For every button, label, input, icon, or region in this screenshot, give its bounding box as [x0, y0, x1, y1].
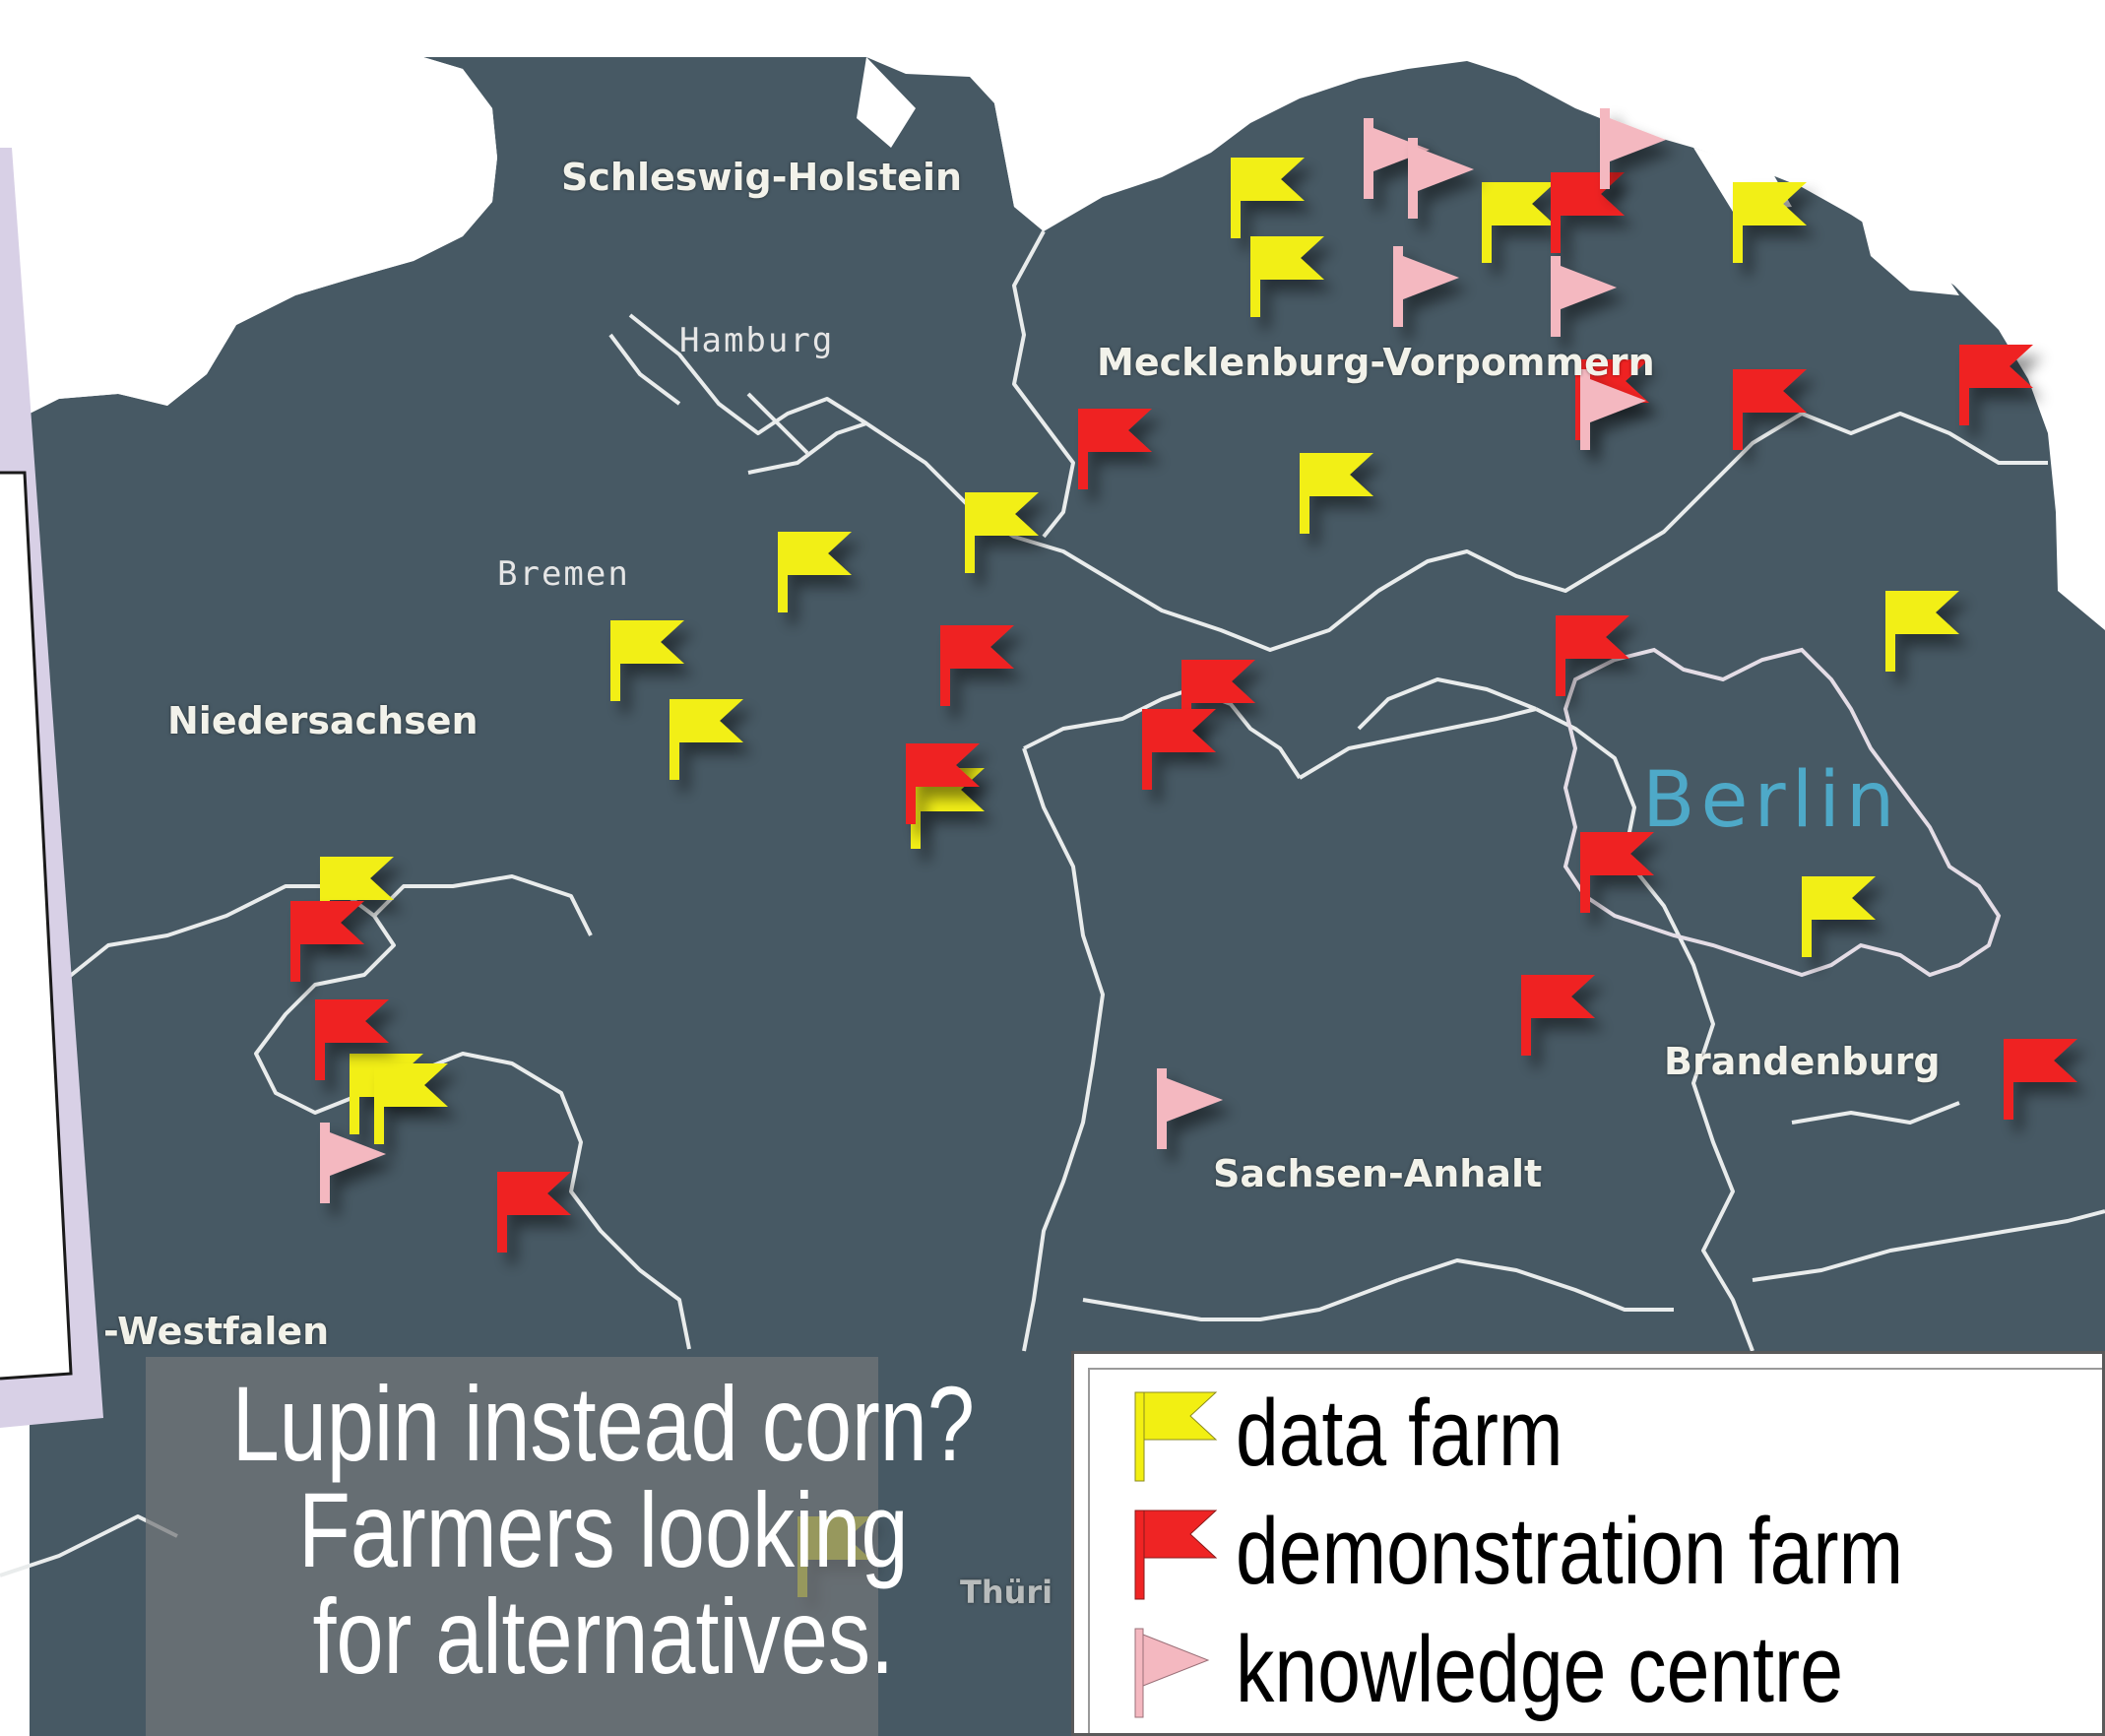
label-mecklenburg-vorpommern: Mecklenburg-Vorpommern	[1097, 341, 1655, 384]
label-westfalen: -Westfalen	[103, 1310, 330, 1353]
label-berlin: Berlin	[1642, 756, 1901, 845]
berlin-outline	[1563, 647, 2002, 978]
bay-luebeck	[994, 103, 1073, 231]
demonstration-farm-marker	[906, 743, 980, 824]
bay-kiel	[857, 57, 916, 148]
note-card	[0, 148, 103, 1428]
data-farm-marker	[1885, 591, 1959, 672]
data-farm-marker	[1482, 182, 1556, 263]
headline-box: Lupin instead corn? Farmers looking for …	[146, 1357, 975, 1736]
headline-line-1: Lupin instead corn?	[231, 1364, 975, 1483]
legend-item-data-farm: data farm	[1129, 1380, 1635, 1488]
data-farm-marker	[965, 492, 1039, 573]
demonstration-farm-marker	[1142, 709, 1216, 790]
demonstration-farm-marker	[497, 1172, 571, 1253]
knowledge-centre-marker	[1364, 118, 1430, 199]
label-bremen: Bremen	[497, 554, 630, 594]
knowledge-centre-marker	[320, 1123, 386, 1203]
knowledge-centre-marker	[1551, 256, 1617, 337]
data-farm-marker	[778, 532, 852, 612]
knowledge-centre-marker	[1393, 246, 1459, 327]
legend-label-data-farm: data farm	[1236, 1381, 1563, 1486]
demonstration-farm-marker	[290, 901, 364, 982]
demonstration-farm-marker	[2004, 1039, 2077, 1120]
knowledge-centre-marker	[1408, 138, 1474, 219]
data-farm-marker	[1300, 453, 1373, 534]
data-farm-marker	[1802, 876, 1876, 957]
label-schleswig-holstein: Schleswig-Holstein	[561, 156, 963, 199]
demonstration-farm-marker	[1181, 660, 1255, 740]
data-farm-marker	[374, 1063, 448, 1144]
knowledge-centre-marker	[1580, 369, 1646, 450]
legend-label-demonstration-farm: demonstration farm	[1236, 1499, 1904, 1604]
knowledge-centre-flag-icon	[1134, 1628, 1210, 1718]
north-sea	[0, 0, 497, 1736]
demonstration-farm-marker	[1580, 832, 1654, 913]
label-niedersachsen: Niedersachsen	[167, 699, 478, 742]
land-mass	[30, 57, 2105, 1736]
demonstration-farm-marker	[940, 625, 1014, 706]
demonstration-farm-flag-icon	[1134, 1510, 1218, 1600]
knowledge-centre-marker	[1600, 108, 1666, 189]
legend-item-knowledge-centre: knowledge centre	[1129, 1616, 1976, 1724]
demonstration-farm-marker	[1556, 615, 1629, 696]
label-hamburg: Hamburg	[679, 321, 835, 360]
headline-line-2: Farmers looking	[298, 1470, 909, 1589]
data-farm-marker	[1733, 182, 1807, 263]
knowledge-centre-marker	[1157, 1068, 1223, 1149]
label-sachsen-anhalt: Sachsen-Anhalt	[1213, 1152, 1543, 1195]
state-borders	[0, 230, 2105, 1577]
data-farm-flag-icon	[1134, 1391, 1218, 1482]
demonstration-farm-marker	[315, 999, 389, 1080]
legend-frame: data farm demonstration farm knowledge c…	[1088, 1368, 2102, 1733]
lagoon	[1861, 217, 1959, 295]
data-farm-marker	[1231, 158, 1305, 238]
data-farm-marker	[610, 620, 684, 701]
data-farm-marker	[1250, 236, 1324, 317]
label-thueringen: Thüri	[960, 1574, 1053, 1611]
demonstration-farm-marker	[1733, 369, 1807, 450]
headline-line-3: for alternatives.	[312, 1576, 895, 1696]
label-brandenburg: Brandenburg	[1664, 1040, 1941, 1083]
legend-label-knowledge-centre: knowledge centre	[1236, 1617, 1844, 1722]
demonstration-farm-marker	[1521, 975, 1595, 1056]
demonstration-farm-marker	[1959, 345, 2033, 425]
map-legend: data farm demonstration farm knowledge c…	[1071, 1351, 2105, 1736]
farm-markers	[290, 108, 2077, 1597]
data-farm-marker	[320, 857, 394, 937]
legend-item-demonstration-farm: demonstration farm	[1129, 1498, 2050, 1606]
data-farm-marker	[670, 699, 743, 780]
demonstration-farm-marker	[1078, 409, 1152, 489]
